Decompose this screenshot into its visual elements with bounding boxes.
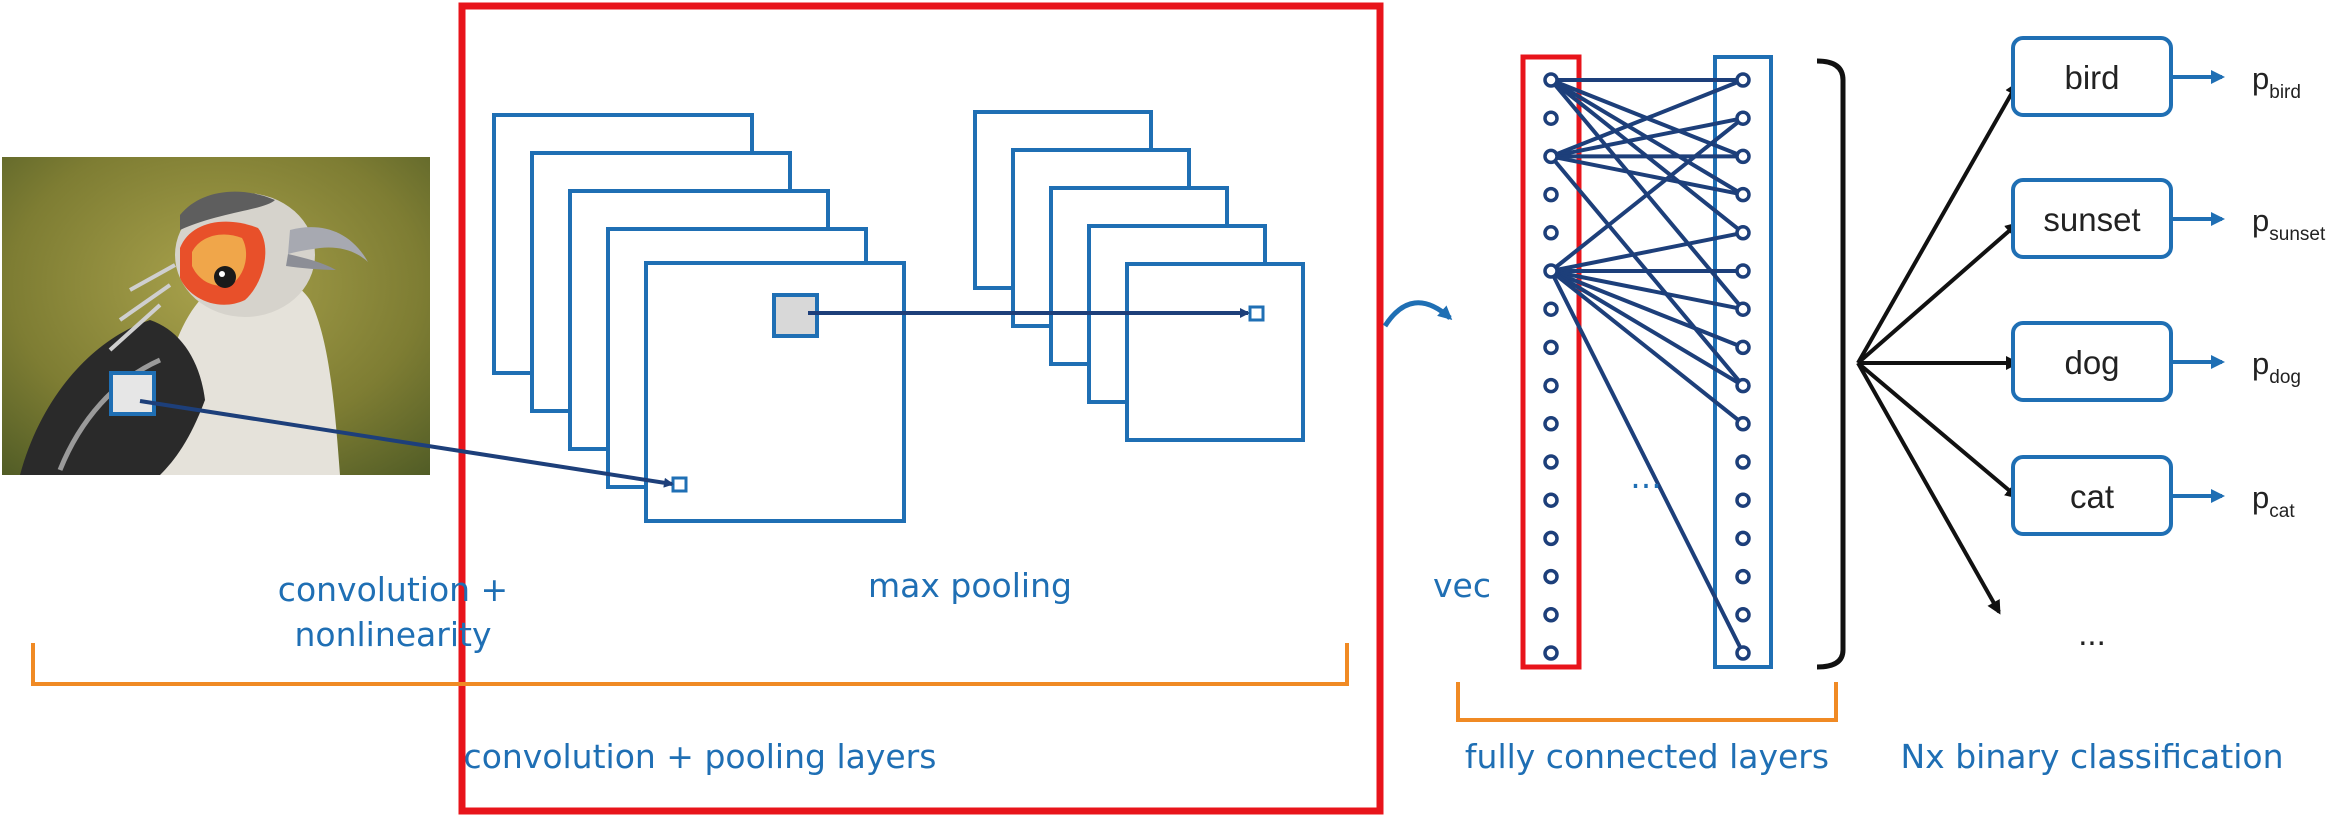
fc-output-bracket [1816,58,1846,670]
vec-neuron [1543,148,1559,165]
hidden-ellipsis: ... [1630,457,1661,496]
vec-neuron [1543,645,1559,661]
vec-neuron [1543,301,1559,317]
classifier-arrows [1856,81,2020,615]
vec-neuron [1543,339,1559,356]
class-label: sunset [2043,201,2140,238]
vec-neuron [1543,225,1559,241]
vec-neuron [1543,607,1559,623]
conv-pool-highlight-frame [458,2,1384,815]
image-to-conv-arrow [139,399,674,488]
class-label: cat [2070,478,2114,515]
hidden-neuron [1735,225,1751,241]
class-label: dog [2064,344,2119,381]
conv-target-pixel [671,476,688,493]
vec-neuron [1543,492,1559,508]
hidden-neuron [1735,568,1751,585]
fc-connection-line [1550,269,1744,312]
vec-nodes [1543,72,1559,661]
hidden-neuron [1735,186,1751,203]
convolution-feature-maps [492,113,906,523]
class-probability: pdog [2252,346,2301,388]
binary-classification-label: Nx binary classification [1901,737,2284,776]
max-pooling-label: max pooling [868,566,1072,605]
hidden-nodes [1735,72,1751,661]
input-bird-photo [2,157,430,475]
class-probability: pbird [2252,61,2301,103]
hidden-neuron [1735,492,1751,508]
hidden-neuron [1735,263,1751,279]
vec-neuron [1543,568,1559,585]
vec-neuron [1543,72,1559,88]
vec-neuron [1543,110,1559,126]
fully-connected-label: fully connected layers [1465,737,1829,776]
class-dog: dog pdog [2011,321,2301,402]
fc-connection-line [1549,116,1745,273]
vec-neuron [1543,416,1559,432]
convolution-label-line2: nonlinearity [294,615,491,654]
class-label: bird [2064,59,2119,96]
vec-label: vec [1433,566,1491,605]
fc-bracket [1456,682,1838,722]
class-sunset: sunset psunset [2011,178,2326,259]
vec-layer-box [1520,54,1582,670]
hidden-neuron [1735,416,1751,432]
more-classes-ellipsis: ... [2078,615,2106,652]
vec-neuron [1543,186,1559,203]
hidden-neuron [1735,72,1751,88]
convolution-label-line1: convolution + [278,570,508,609]
fc-connections [1549,78,1745,654]
class-bird: bird pbird [2011,36,2301,117]
pooling-feature-maps [973,110,1305,442]
pool-target-pixel [1248,305,1265,322]
image-receptive-field [109,371,156,416]
hidden-layer-box [1713,55,1773,669]
flatten-arrow [1382,300,1453,328]
fc-connection-line [1550,269,1744,350]
vec-neuron [1543,377,1559,394]
vec-neuron [1543,530,1559,547]
conv-pool-bracket [31,643,1349,686]
hidden-neuron [1735,377,1751,394]
class-cat: cat pcat [2011,455,2295,536]
class-probability: pcat [2252,480,2295,522]
vec-neuron [1543,263,1559,279]
hidden-neuron [1735,607,1751,623]
hidden-neuron [1735,301,1751,317]
fc-connection-line [1550,230,1744,273]
class-probability: psunset [2252,203,2326,245]
fc-connection-line [1550,116,1744,159]
fc-connection-line [1550,154,1744,197]
fc-connection-line [1549,269,1745,388]
hidden-neuron [1735,454,1751,470]
fc-connection-line [1550,78,1744,159]
vec-neuron [1543,454,1559,470]
hidden-neuron [1735,148,1751,165]
hidden-neuron [1735,530,1751,547]
hidden-neuron [1735,110,1751,126]
conv-receptive-field [772,293,819,338]
fc-connection-line [1549,270,1745,654]
hidden-neuron [1735,339,1751,356]
fc-connection-line [1549,269,1745,426]
hidden-neuron [1735,645,1751,661]
conv-pool-layers-label: convolution + pooling layers [464,737,937,776]
